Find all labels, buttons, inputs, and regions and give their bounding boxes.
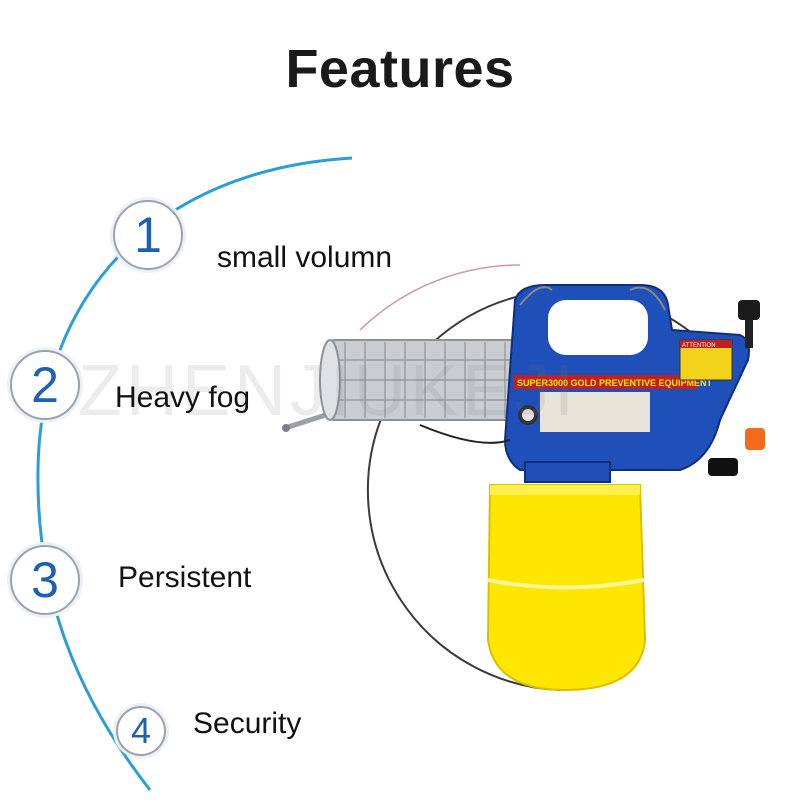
product-label-main: SUPER3000 GOLD PREVENTIVE EQUIPMENT (517, 378, 713, 388)
blue-arc (36, 156, 353, 791)
product-label-warning: ATTENTION (682, 343, 716, 349)
page-title: Features (285, 39, 515, 99)
feature-number-2: 2 (10, 350, 80, 420)
fogger-product: SUPER3000 GOLD PREVENTIVE EQUIPMENT ATTE… (282, 284, 765, 692)
feature-label-4: Security (193, 707, 302, 740)
feature-number-3: 3 (10, 545, 80, 615)
feature-label-2: Heavy fog (115, 381, 251, 414)
feature-label-1: small volumn (217, 241, 393, 274)
feature-label-3: Persistent (118, 561, 252, 594)
product-ring-light (359, 264, 521, 331)
feature-number-4: 4 (116, 706, 166, 756)
feature-number-1: 1 (113, 200, 183, 270)
